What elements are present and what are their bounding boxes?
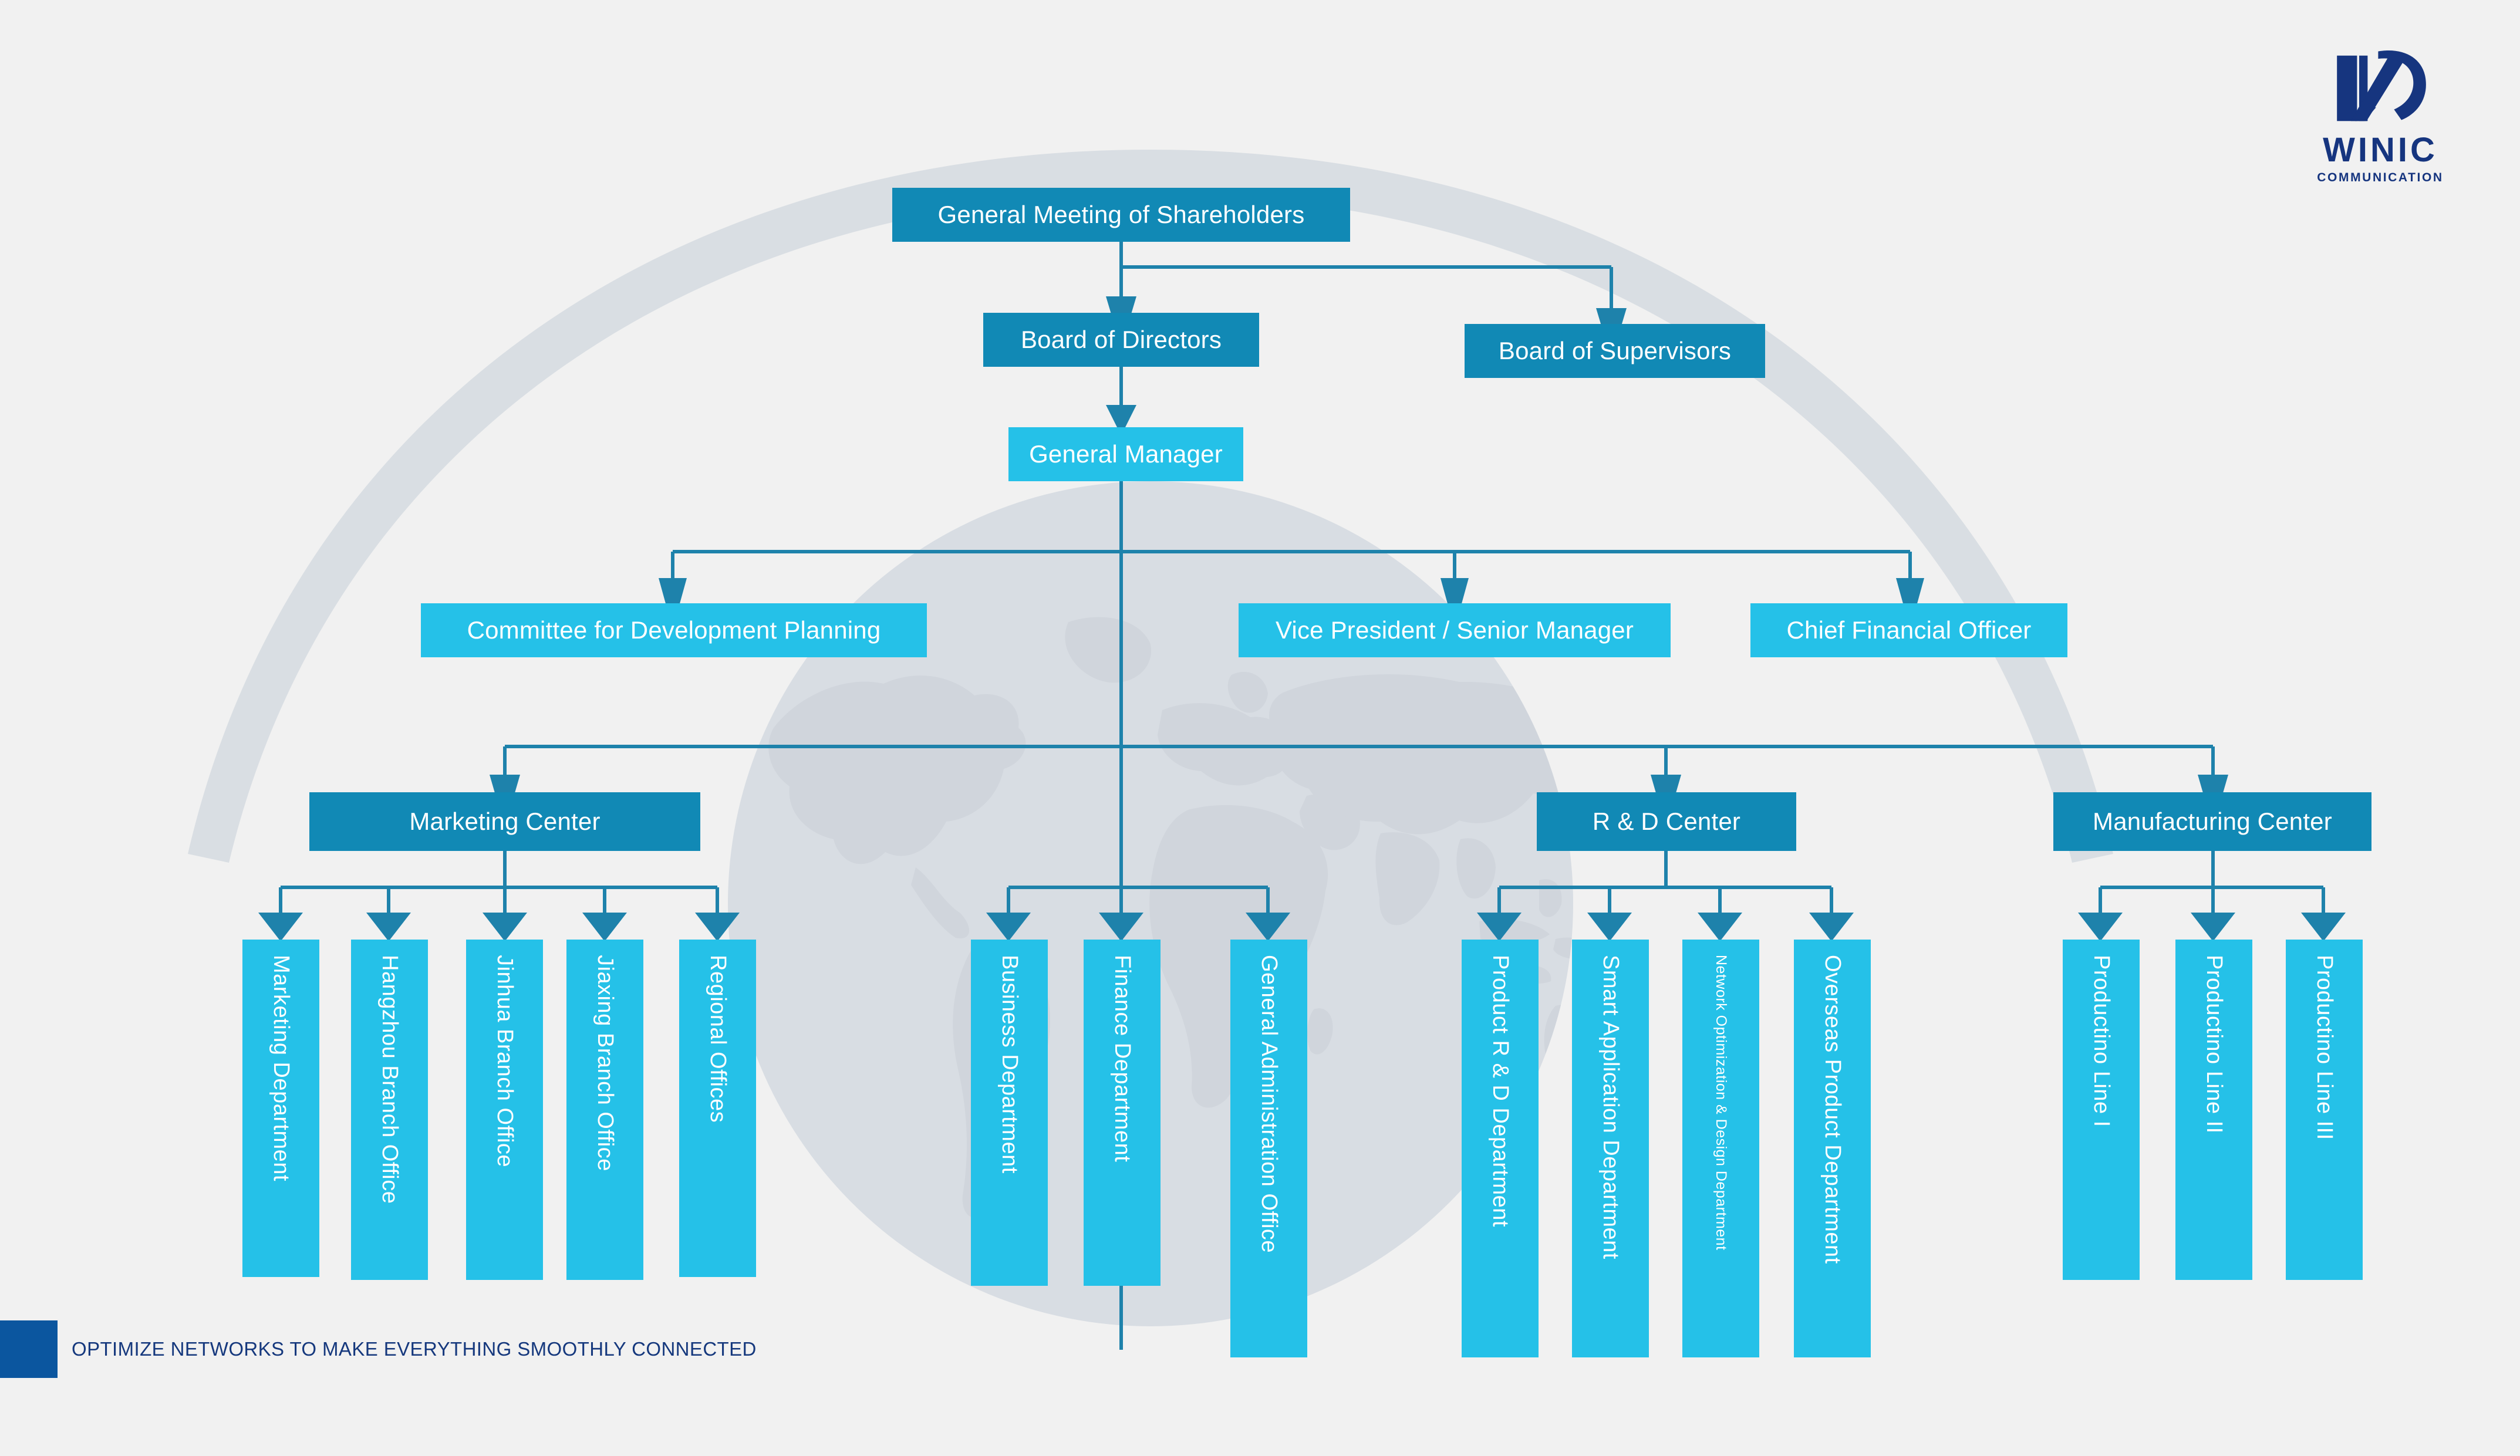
node-productino-line-2[interactable]: Productino Line II bbox=[2175, 940, 2252, 1280]
node-product-rd-department[interactable]: Product R & D Department bbox=[1462, 940, 1539, 1357]
node-productino-line-3[interactable]: Productino Line III bbox=[2286, 940, 2363, 1280]
node-network-optimization-design-department[interactable]: Network Optimization & Design Department bbox=[1682, 940, 1759, 1357]
node-jinhua-branch-office[interactable]: Jinhua Branch Office bbox=[466, 940, 543, 1280]
node-label: Jiaxing Branch Office bbox=[593, 955, 618, 1171]
node-label: Marketing Center bbox=[409, 807, 601, 835]
node-label: Jinhua Branch Office bbox=[492, 955, 517, 1168]
node-label: Marketing Department bbox=[269, 955, 294, 1181]
node-label: General Manager bbox=[1029, 440, 1223, 468]
node-label: Regional Offices bbox=[706, 955, 730, 1123]
node-label: General Administration Office bbox=[1257, 955, 1281, 1254]
node-general-meeting-of-shareholders[interactable]: General Meeting of Shareholders bbox=[892, 188, 1350, 242]
node-label: Manufacturing Center bbox=[2093, 807, 2332, 835]
node-label: Overseas Product Department bbox=[1820, 955, 1845, 1264]
winic-w-swoosh-logo-icon bbox=[2337, 50, 2426, 121]
node-board-of-directors[interactable]: Board of Directors bbox=[983, 313, 1259, 367]
node-label: Productino Line I bbox=[2089, 955, 2114, 1127]
node-label: General Meeting of Shareholders bbox=[937, 200, 1305, 228]
node-regional-offices[interactable]: Regional Offices bbox=[679, 940, 756, 1277]
node-finance-department[interactable]: Finance Department bbox=[1084, 940, 1161, 1286]
node-label: Product R & D Department bbox=[1488, 955, 1513, 1227]
node-productino-line-1[interactable]: Productino Line I bbox=[2063, 940, 2140, 1280]
node-label: Board of Supervisors bbox=[1498, 336, 1732, 364]
footer-accent-block bbox=[0, 1320, 58, 1378]
brand-logo: WINIC COMMUNICATION bbox=[2304, 46, 2457, 184]
node-committee-for-development-planning[interactable]: Committee for Development Planning bbox=[421, 603, 927, 657]
node-chief-financial-officer[interactable]: Chief Financial Officer bbox=[1750, 603, 2067, 657]
node-general-administration-office[interactable]: General Administration Office bbox=[1230, 940, 1307, 1357]
brand-name: WINIC bbox=[2323, 131, 2438, 169]
brand-subtitle: COMMUNICATION bbox=[2317, 171, 2444, 184]
node-label: Finance Department bbox=[1110, 955, 1135, 1163]
node-board-of-supervisors[interactable]: Board of Supervisors bbox=[1465, 324, 1765, 378]
node-jiaxing-branch-office[interactable]: Jiaxing Branch Office bbox=[566, 940, 643, 1280]
node-label: Board of Directors bbox=[1020, 325, 1222, 353]
node-label: Hangzhou Branch Office bbox=[377, 955, 402, 1204]
node-label: Vice President / Senior Manager bbox=[1275, 616, 1634, 644]
node-general-manager[interactable]: General Manager bbox=[1008, 427, 1243, 481]
footer-tagline-bar: OPTIMIZE NETWORKS TO MAKE EVERYTHING SMO… bbox=[0, 1320, 757, 1378]
node-overseas-product-department[interactable]: Overseas Product Department bbox=[1794, 940, 1871, 1357]
node-manufacturing-center[interactable]: Manufacturing Center bbox=[2053, 792, 2371, 851]
node-label: Productino Line III bbox=[2312, 955, 2337, 1140]
node-label: Smart Application Department bbox=[1598, 955, 1623, 1259]
node-label: Network Optimization & Design Department bbox=[1713, 955, 1729, 1251]
node-label: Business Department bbox=[997, 955, 1022, 1174]
node-hangzhou-branch-office[interactable]: Hangzhou Branch Office bbox=[351, 940, 428, 1280]
node-label: Chief Financial Officer bbox=[1786, 616, 2032, 644]
node-marketing-center[interactable]: Marketing Center bbox=[309, 792, 700, 851]
node-vice-president-senior-manager[interactable]: Vice President / Senior Manager bbox=[1239, 603, 1671, 657]
node-label: Committee for Development Planning bbox=[467, 616, 881, 644]
node-business-department[interactable]: Business Department bbox=[971, 940, 1048, 1286]
node-label: Productino Line II bbox=[2202, 955, 2226, 1134]
node-label: R & D Center bbox=[1592, 807, 1741, 835]
node-rd-center[interactable]: R & D Center bbox=[1537, 792, 1796, 851]
node-marketing-department[interactable]: Marketing Department bbox=[242, 940, 319, 1277]
node-smart-application-department[interactable]: Smart Application Department bbox=[1572, 940, 1649, 1357]
footer-tagline: OPTIMIZE NETWORKS TO MAKE EVERYTHING SMO… bbox=[72, 1338, 757, 1360]
